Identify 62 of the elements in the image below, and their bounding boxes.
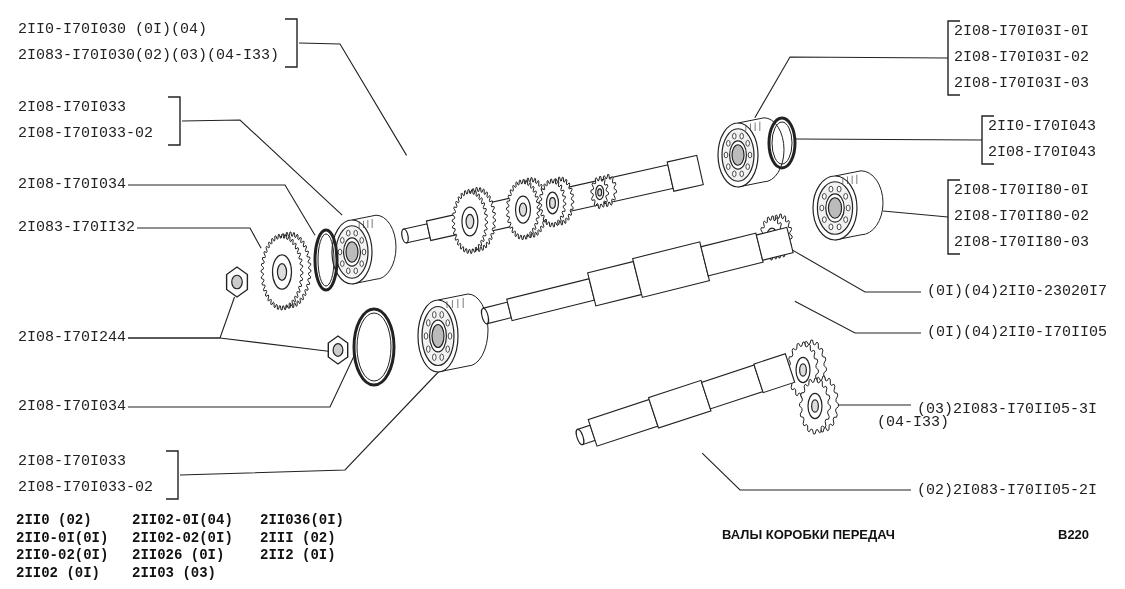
part-number: 2I08-I70II80-03 bbox=[954, 233, 1090, 253]
model-code: 2II0-0I(0I) bbox=[16, 529, 109, 547]
leader-line bbox=[127, 184, 316, 236]
model-code: 2II02-0I(04) bbox=[132, 512, 233, 530]
ring-drawing bbox=[767, 116, 797, 170]
part-number: 2I08-I70I03I-03 bbox=[954, 74, 1090, 94]
model-code: 2II026 (0I) bbox=[132, 547, 225, 565]
part-number: 2I08-I70I033-02 bbox=[18, 478, 155, 498]
leader-line bbox=[791, 249, 922, 293]
part-number: 2I083-I70II32 bbox=[18, 215, 136, 241]
model-code: 2II02 (0I) bbox=[16, 564, 100, 582]
bearing-drawing bbox=[812, 170, 884, 241]
part-number: 2I08-I70I034 bbox=[18, 394, 127, 420]
part-number: (02)2I083-I70II05-2I bbox=[911, 478, 1098, 504]
leader-line bbox=[837, 404, 912, 406]
model-code: 2II0-02(0I) bbox=[16, 547, 109, 565]
part-number: 2I08-I70I03I-0I bbox=[954, 22, 1090, 42]
nut-drawing bbox=[327, 335, 349, 365]
part-number: 2I08-I70I043 bbox=[988, 143, 1097, 163]
ring-drawing bbox=[352, 307, 396, 387]
part-number: 2I08-I70I03I-02 bbox=[954, 48, 1090, 68]
leader-line bbox=[298, 42, 408, 156]
leader-line bbox=[181, 119, 343, 216]
shaft-drawing bbox=[401, 154, 704, 254]
model-code: 2III (02) bbox=[260, 529, 336, 547]
ring-drawing bbox=[313, 228, 339, 292]
page-code: В220 bbox=[1058, 527, 1090, 542]
part-number: 2I083-I70I030(02)(03)(04-I33) bbox=[18, 46, 281, 66]
part-number: 2I08-I70I244 bbox=[18, 325, 127, 351]
model-code: 2II2 (0I) bbox=[260, 547, 336, 565]
nut-drawing bbox=[225, 266, 249, 298]
leader-line bbox=[127, 337, 329, 352]
part-number: 2I08-I70I033 bbox=[18, 98, 128, 118]
part-number: (0I)(04)2II0-I70II05 bbox=[921, 320, 1108, 346]
leader-line bbox=[882, 210, 949, 218]
bearing-drawing bbox=[717, 117, 785, 188]
part-number: 2I08-I70I033 bbox=[18, 452, 128, 472]
gear-drawing bbox=[260, 231, 312, 311]
model-code: 2II036(0I) bbox=[260, 512, 344, 530]
leader-line bbox=[794, 300, 922, 334]
model-code: 2II03 (03) bbox=[132, 564, 216, 582]
diagram-title: ВАЛЫ КОРОБКИ ПЕРЕДАЧ bbox=[722, 527, 895, 542]
part-number: 2I08-I70I033-02 bbox=[18, 124, 155, 144]
part-number: 2I08-I70I034 bbox=[18, 172, 127, 198]
leader-line bbox=[136, 227, 262, 249]
bearing-drawing bbox=[331, 214, 397, 285]
leader-line bbox=[794, 138, 983, 141]
leader-line bbox=[179, 371, 439, 476]
part-number: 2I08-I70II80-0I bbox=[954, 181, 1090, 201]
part-number: (0I)(04)2II0-23020I7 bbox=[921, 279, 1108, 305]
part-number: 2II0-I70I043 bbox=[988, 117, 1097, 137]
part-number: 2II0-I70I030 (0I)(04) bbox=[18, 20, 209, 40]
leader-line bbox=[701, 452, 912, 491]
bearing-drawing bbox=[417, 293, 489, 373]
gear-pair-drawing bbox=[787, 339, 839, 435]
leader-line bbox=[127, 355, 355, 408]
part-number: 2I08-I70II80-02 bbox=[954, 207, 1090, 227]
shaft-drawing bbox=[480, 226, 794, 325]
shaft-drawing bbox=[575, 353, 796, 447]
model-code: 2II02-02(0I) bbox=[132, 529, 233, 547]
leader-line bbox=[754, 56, 949, 119]
model-code: 2II0 (02) bbox=[16, 512, 92, 530]
